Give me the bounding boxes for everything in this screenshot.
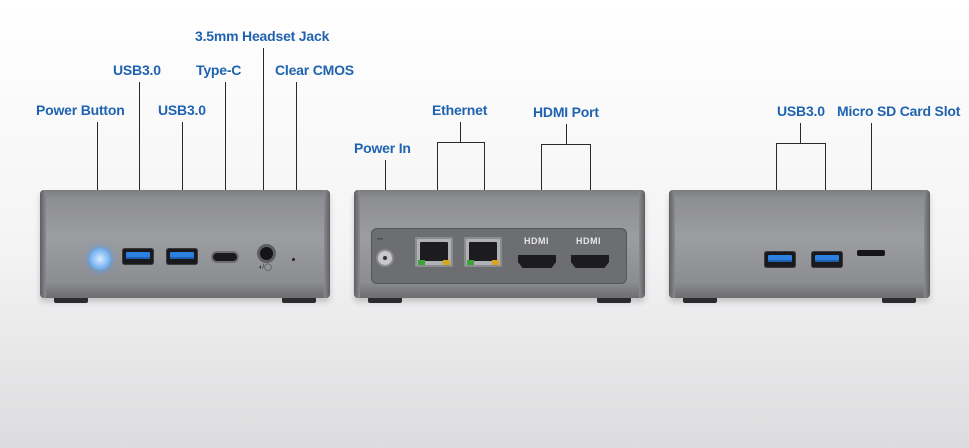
micro-sd-slot-icon bbox=[857, 250, 885, 256]
leader-line bbox=[776, 143, 777, 230]
rubber-foot bbox=[368, 298, 402, 303]
headset-jack-icon bbox=[260, 247, 273, 260]
leader-line bbox=[541, 144, 542, 230]
leader-line bbox=[437, 142, 438, 230]
leader-line bbox=[139, 82, 140, 230]
label-hdmi-port: HDMI Port bbox=[533, 104, 599, 120]
leader-line bbox=[263, 48, 264, 230]
leader-line bbox=[296, 82, 297, 230]
label-micro-sd: Micro SD Card Slot bbox=[837, 103, 961, 119]
leader-line bbox=[776, 143, 825, 144]
label-ethernet: Ethernet bbox=[432, 102, 488, 118]
leader-line bbox=[225, 82, 226, 230]
label-power-in: Power In bbox=[354, 140, 411, 156]
leader-line bbox=[566, 124, 567, 144]
usb3-port-icon bbox=[166, 248, 198, 265]
label-type-c: Type-C bbox=[196, 62, 242, 78]
label-headset-jack: 3.5mm Headset Jack bbox=[195, 28, 330, 44]
rubber-foot bbox=[282, 298, 316, 303]
usb3-port-icon bbox=[764, 251, 796, 268]
label-power-button: Power Button bbox=[36, 102, 125, 118]
usb3-port-icon bbox=[122, 248, 154, 265]
power-button-icon[interactable] bbox=[89, 248, 111, 270]
rubber-foot bbox=[597, 298, 631, 303]
mini-pc-front bbox=[40, 190, 330, 303]
label-usb-front-1: USB3.0 bbox=[113, 62, 161, 78]
hdmi-logo: HDMI bbox=[576, 236, 601, 246]
rubber-foot bbox=[54, 298, 88, 303]
ethernet-port-icon bbox=[464, 237, 502, 267]
leader-line bbox=[541, 144, 590, 145]
label-usb-front-2: USB3.0 bbox=[158, 102, 206, 118]
type-c-port-icon bbox=[213, 253, 237, 261]
leader-line bbox=[182, 122, 183, 230]
label-clear-cmos: Clear CMOS bbox=[275, 62, 354, 78]
hdmi-port-icon bbox=[518, 255, 556, 268]
leader-line bbox=[825, 143, 826, 230]
rubber-foot bbox=[683, 298, 717, 303]
leader-line bbox=[590, 144, 591, 230]
leader-line bbox=[871, 123, 872, 223]
leader-line bbox=[484, 142, 485, 230]
dc-in-symbol-icon: ⎓ bbox=[377, 236, 383, 243]
leader-line bbox=[800, 123, 801, 143]
mini-pc-side bbox=[669, 190, 930, 303]
leader-line bbox=[97, 122, 98, 230]
clear-cmos-hole-icon bbox=[292, 258, 295, 261]
label-usb-side: USB3.0 bbox=[777, 103, 825, 119]
hdmi-logo: HDMI bbox=[524, 236, 549, 246]
ethernet-port-icon bbox=[415, 237, 453, 267]
hdmi-port-icon bbox=[571, 255, 609, 268]
headset-symbol-icon: ◖/◯ bbox=[258, 264, 273, 271]
leader-line bbox=[437, 142, 484, 143]
leader-line bbox=[460, 122, 461, 142]
usb3-port-icon bbox=[811, 251, 843, 268]
dc-power-jack-icon bbox=[378, 251, 392, 265]
rubber-foot bbox=[882, 298, 916, 303]
